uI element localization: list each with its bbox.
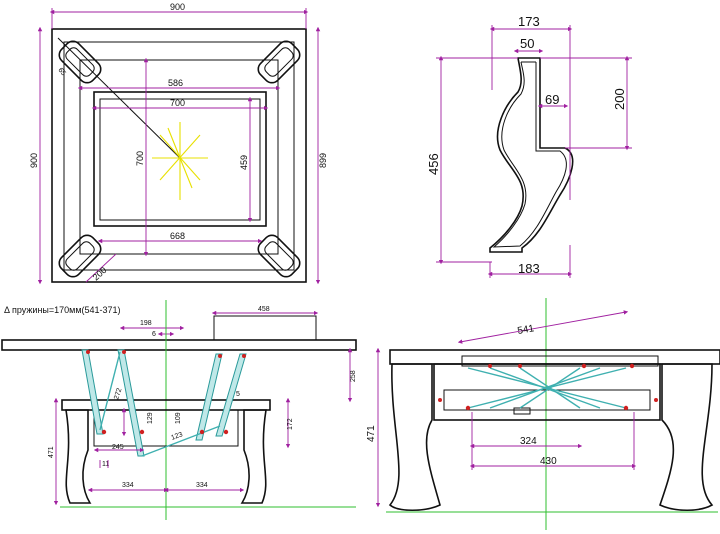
right-leg-b [659,363,714,512]
right-top [389,349,720,365]
dim-bar-inner: 324 [520,436,537,447]
dim-inner-width-top: 586 [168,78,183,88]
dim-diag: 541 [517,323,536,337]
right-frame [433,363,661,421]
dim-base: 245 [112,444,124,451]
dim-leg-total-height: 456 [426,153,441,175]
dim-leg-depth: 69 [545,92,559,107]
lifted-top [1,339,357,351]
dim-left-height: 471 [48,446,55,458]
dim-outer-height-right: 899 [318,153,328,168]
apron [93,409,239,447]
dim-bottom-width: 668 [170,231,185,241]
top-panel-outer [93,91,267,227]
dim-arm: 272 [113,387,123,400]
side-view-left: Δ пружины=170мм(541-371) 458 198 6 [1,300,357,520]
leg-profile-outline [489,57,574,253]
dim-leg-top-width: 173 [518,14,540,29]
dim-right-height: 471 [366,425,377,442]
dim-top-right: 458 [258,306,270,313]
center-star [152,122,208,200]
top-diagonal [57,37,181,159]
top-inner-rim [79,59,279,255]
dim-inner-width: 700 [170,98,185,108]
corner-legs [58,40,301,278]
dim-leg-diag: 200 [91,265,109,282]
dim-bar-outer: 430 [540,456,557,467]
dim-inner-height: 700 [135,151,145,166]
dim-small-b: 109 [175,412,182,424]
dim-lift: 258 [350,370,357,382]
dim-outer-width: 900 [170,2,185,12]
dim-half-left: 334 [122,482,134,489]
dim-leg-bottom-width: 183 [518,261,540,276]
leg-profile-inner [492,61,567,248]
scissor-arms-left [81,349,247,457]
left-leg-a [65,409,92,504]
left-leg-b [240,409,267,504]
right-bar [443,389,651,411]
dim-corner-small: 65 [56,67,66,78]
dim-bar-mid: 123 [170,431,183,442]
right-lift-plate [461,355,659,367]
leg-profile: 173 50 69 200 456 183 [426,14,632,278]
right-leg-a [388,363,441,512]
dim-leg-upper-height: 200 [612,88,627,110]
top-outer-frame [51,28,307,283]
side-view-right: 541 471 324 430 [366,298,720,530]
dim-outer-height-left: 900 [29,153,39,168]
dim-tiny: 11 [102,461,109,468]
dim-half-right: 334 [196,482,208,489]
spring-note: Δ пружины=170мм(541-371) [4,305,121,315]
dim-angle-small: 5 [236,391,240,398]
dim-small-a: 129 [147,412,154,424]
dim-small-c: 172 [287,418,294,430]
dim-offset: 6 [152,331,156,338]
top-right-block [213,315,317,341]
dim-leg-top-inner: 50 [520,36,534,51]
top-panel-inner [99,98,261,221]
top-view: 900 900 899 586 700 700 459 668 200 65 [29,2,328,285]
scissor-arms-right [467,367,627,409]
dim-gap: 198 [140,320,152,327]
top-rim [63,41,295,271]
dim-panel-height: 459 [239,155,249,170]
right-handle [513,407,531,415]
